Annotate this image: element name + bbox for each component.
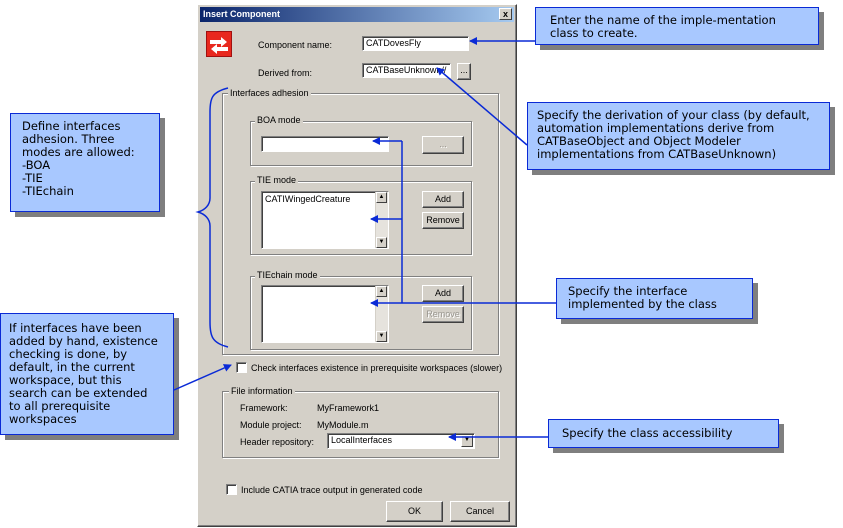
callout-component-name-text: Enter the name of the imple-mentation cl… — [550, 13, 776, 40]
callout-derivation-text: Specify the derivation of your class (by… — [537, 108, 810, 161]
header-repository-label: Header repository: — [240, 437, 315, 447]
close-button[interactable]: x — [499, 8, 512, 20]
tie-mode-title: TIE mode — [255, 175, 299, 185]
derived-from-label: Derived from: — [258, 68, 313, 78]
tiechain-interfaces-list[interactable]: ▲ ▼ — [261, 285, 389, 343]
header-repository-value: LocalInterfaces — [331, 435, 393, 445]
check-existence-label: Check interfaces existence in prerequisi… — [251, 363, 503, 373]
boa-browse-button[interactable]: ... — [422, 136, 464, 154]
tiechain-add-button[interactable]: Add — [422, 285, 464, 302]
tie-list-scrollbar[interactable]: ▲ ▼ — [375, 192, 388, 248]
callout-derivation: Specify the derivation of your class (by… — [527, 102, 830, 170]
tiechain-list-scrollbar[interactable]: ▲ ▼ — [375, 286, 388, 342]
callout-existence-check: If interfaces have been added by hand, e… — [0, 313, 174, 435]
trace-output-checkbox[interactable] — [226, 484, 237, 495]
boa-interface-input[interactable] — [261, 136, 389, 152]
scroll-down-icon[interactable]: ▼ — [376, 331, 387, 342]
interfaces-adhesion-title: Interfaces adhesion — [228, 88, 311, 98]
derived-from-input[interactable]: CATBaseUnknown// — [362, 63, 451, 78]
component-logo-icon — [206, 31, 232, 57]
cancel-button[interactable]: Cancel — [450, 501, 510, 522]
check-existence-checkbox[interactable] — [236, 362, 247, 373]
module-project-value: MyModule.m — [317, 420, 369, 430]
ok-button[interactable]: OK — [386, 501, 443, 522]
tie-interfaces-list[interactable]: CATIWingedCreature ▲ ▼ — [261, 191, 389, 249]
callout-component-name: Enter the name of the imple-mentation cl… — [535, 7, 819, 45]
scroll-up-icon[interactable]: ▲ — [376, 286, 387, 297]
boa-mode-title: BOA mode — [255, 115, 303, 125]
component-name-input[interactable]: CATDovesFly — [362, 36, 469, 51]
callout-interfaces-modes: Define interfaces adhesion. Three modes … — [10, 113, 160, 212]
callout-interfaces-modes-text: Define interfaces adhesion. Three modes … — [22, 119, 135, 198]
tiechain-remove-button[interactable]: Remove — [422, 306, 464, 323]
file-information-group — [222, 391, 499, 458]
scroll-up-icon[interactable]: ▲ — [376, 192, 387, 203]
scroll-down-icon[interactable]: ▼ — [376, 237, 387, 248]
callout-interface-implemented-text: Specify the interface implemented by the… — [568, 284, 717, 311]
module-project-label: Module project: — [240, 420, 302, 430]
tie-add-button[interactable]: Add — [422, 191, 464, 208]
callout-interface-implemented: Specify the interface implemented by the… — [556, 278, 753, 319]
trace-output-label: Include CATIA trace output in generated … — [241, 485, 423, 495]
callout-existence-check-text: If interfaces have been added by hand, e… — [9, 321, 158, 426]
framework-value: MyFramework1 — [317, 403, 380, 413]
header-repository-select[interactable]: LocalInterfaces ▼ — [327, 433, 475, 449]
list-item[interactable]: CATIWingedCreature — [265, 194, 351, 204]
callout-class-accessibility-text: Specify the class accessibility — [562, 426, 733, 440]
close-icon: x — [502, 9, 508, 19]
file-information-title: File information — [229, 386, 295, 396]
component-name-label: Component name: — [258, 40, 333, 50]
tie-mode-group — [250, 181, 472, 255]
callout-class-accessibility: Specify the class accessibility — [548, 419, 779, 448]
dialog-title-bar: Insert Component x — [200, 7, 514, 22]
tiechain-mode-group — [250, 276, 472, 350]
tiechain-mode-title: TIEchain mode — [255, 270, 320, 280]
chevron-down-icon[interactable]: ▼ — [461, 435, 473, 447]
insert-component-dialog: Insert Component x Component name: CATDo… — [197, 4, 517, 527]
derived-from-browse-button[interactable]: ... — [457, 63, 471, 80]
dialog-title: Insert Component — [203, 9, 281, 19]
framework-label: Framework: — [240, 403, 288, 413]
tie-remove-button[interactable]: Remove — [422, 212, 464, 229]
